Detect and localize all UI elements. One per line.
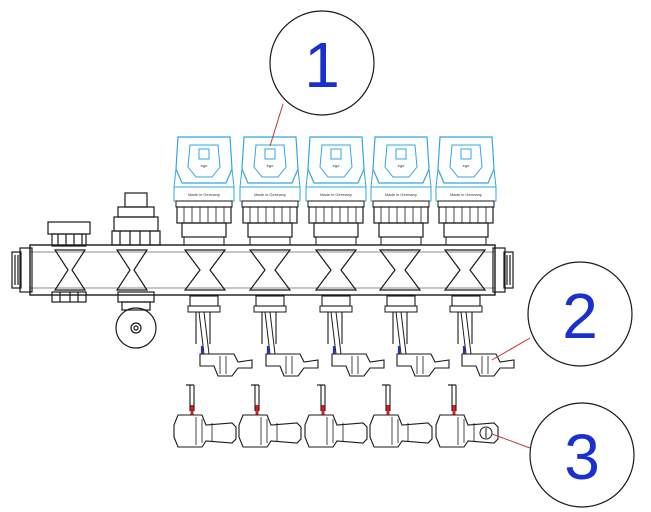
manifold-bar — [29, 244, 496, 296]
callout-2-label: 2 — [562, 280, 598, 352]
return-valve-4 — [368, 383, 434, 449]
cap-screw — [479, 426, 493, 440]
end-fitting-right — [492, 247, 514, 293]
actuator-2 — [239, 136, 301, 246]
actuator-3 — [305, 136, 367, 246]
callout-1: 1 — [269, 10, 375, 147]
end-fitting-left — [11, 247, 33, 293]
flow-meter-4 — [383, 294, 451, 378]
return-valve-3 — [303, 383, 369, 449]
flow-meter-3 — [318, 294, 386, 378]
callout-3: 3 — [491, 402, 635, 508]
flow-valve — [111, 192, 161, 311]
actuator-made-text: Made in Germany — [385, 192, 417, 197]
callout-1-label: 1 — [304, 29, 340, 101]
flow-meter-5 — [448, 294, 516, 378]
actuator-brand-text: ego — [398, 163, 405, 168]
actuator-1 — [173, 136, 235, 246]
vent-cap — [47, 221, 91, 303]
actuator-brand-text: ego — [463, 163, 470, 168]
actuator-brand-text: ego — [267, 163, 274, 168]
return-valve-1 — [172, 383, 238, 449]
flow-meter-1 — [186, 294, 254, 378]
actuator-made-text: Made in Germany — [320, 192, 352, 197]
return-valve-2 — [237, 383, 303, 449]
actuator-brand-text: ego — [201, 163, 208, 168]
actuator-made-text: Made in Germany — [254, 192, 286, 197]
gauge-dial — [115, 307, 157, 349]
return-valve-5 — [434, 383, 500, 449]
actuator-labels: ego Made in Germany ego Made in Germany … — [188, 163, 482, 197]
actuator-brand-text: ego — [333, 163, 340, 168]
flow-meter-2 — [252, 294, 320, 378]
actuator-made-text: Made in Germany — [450, 192, 482, 197]
actuator-4 — [370, 136, 432, 246]
bore-shapes — [53, 249, 487, 291]
actuator-made-text: Made in Germany — [188, 192, 220, 197]
callout-3-label: 3 — [564, 421, 600, 493]
callout-2: 2 — [491, 261, 633, 367]
actuator-5 — [435, 136, 497, 246]
